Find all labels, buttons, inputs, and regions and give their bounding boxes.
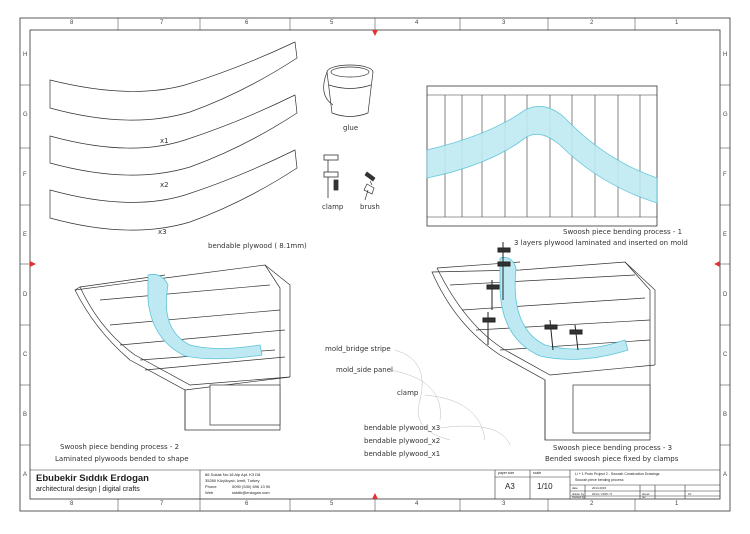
label-clamp: clamp bbox=[322, 203, 344, 211]
tb-sheet-label: sheet bbox=[642, 492, 650, 496]
grid-col-7-bottom: 7 bbox=[160, 501, 164, 507]
grid-row-g: G bbox=[23, 112, 28, 118]
grid-row-d-right: D bbox=[723, 292, 728, 298]
grid-row-b-right: B bbox=[723, 412, 728, 418]
step1-desc: 3 layers plywood laminated and inserted … bbox=[514, 239, 688, 247]
clamps-step3 bbox=[482, 242, 583, 351]
callout-plywood-x3: bendable plywood_x3 bbox=[364, 424, 441, 432]
step1-title: Swoosh piece bending process - 1 bbox=[563, 228, 683, 236]
grid-row-c: C bbox=[23, 352, 28, 358]
label-glue: glue bbox=[343, 124, 359, 132]
grid-col-8: 8 bbox=[70, 20, 74, 26]
grid-col-6: 6 bbox=[245, 20, 249, 26]
grid-row-d: D bbox=[23, 292, 28, 298]
step2-desc: Laminated plywoods bended to shape bbox=[55, 455, 189, 463]
label-plywood: bendable plywood ( 8.1mm) bbox=[208, 242, 307, 250]
center-marker-left bbox=[30, 261, 36, 267]
scale-label: scale bbox=[533, 471, 542, 475]
grid-ticks bbox=[20, 18, 730, 511]
grid-row-e: E bbox=[23, 232, 28, 238]
center-marker-bottom bbox=[372, 493, 378, 499]
grid-row-f: F bbox=[23, 172, 27, 178]
grid-col-5-bottom: 5 bbox=[330, 501, 334, 507]
label-x3: x3 bbox=[158, 228, 167, 236]
phone-label: Phone bbox=[205, 484, 217, 489]
grid-col-7: 7 bbox=[160, 20, 164, 26]
tb-date-label: date bbox=[572, 486, 578, 490]
web-label: Web bbox=[205, 490, 214, 495]
designer-name: Ebubekir Sıddık Erdogan bbox=[36, 473, 149, 484]
callout-clamp: clamp bbox=[397, 389, 419, 397]
center-marker-right bbox=[714, 261, 720, 267]
address-line1: 86 Sokak No:18 Alp Apt. K3 D8 bbox=[205, 472, 261, 477]
grid-row-h-right: H bbox=[723, 52, 728, 58]
plywood-strips bbox=[49, 41, 298, 231]
paper-size-label: paper size bbox=[498, 471, 515, 475]
tb-rev-label: rev. bbox=[642, 496, 646, 499]
grid-row-a-right: A bbox=[723, 472, 728, 478]
callout-mold-bridge: mold_bridge stripe bbox=[325, 345, 391, 353]
mold-top-view bbox=[426, 85, 658, 227]
step3-title: Swoosh piece bending process - 3 bbox=[553, 444, 673, 452]
callout-leaders bbox=[389, 349, 511, 446]
grid-col-5: 5 bbox=[330, 20, 334, 26]
swoosh-piece-step2 bbox=[147, 274, 263, 360]
glue-bucket-icon bbox=[323, 64, 374, 117]
clamp-tool-icon bbox=[323, 154, 339, 198]
grid-col-3: 3 bbox=[502, 20, 506, 26]
grid-row-b: B bbox=[23, 412, 28, 418]
grid-row-h: H bbox=[23, 52, 28, 58]
grid-row-e-right: E bbox=[723, 232, 728, 238]
grid-col-2-bottom: 2 bbox=[590, 501, 594, 507]
plywood-strip-3 bbox=[49, 149, 298, 231]
title-block bbox=[30, 469, 720, 499]
step3-desc: Bended swoosh piece fixed by clamps bbox=[545, 455, 679, 463]
grid-col-1-bottom: 1 bbox=[675, 501, 679, 507]
scale-value: 1/10 bbox=[537, 482, 553, 491]
address-line2: 35280 Küçükyalı, Izmit, Turkey bbox=[205, 478, 260, 483]
tb-drawn-by-label: drawn by bbox=[572, 492, 585, 496]
callout-plywood-x1: bendable plywood_x1 bbox=[364, 450, 441, 458]
callout-plywood-x2: bendable plywood_x2 bbox=[364, 437, 441, 445]
grid-row-a: A bbox=[23, 472, 28, 478]
tb-sheet-value: 10 bbox=[688, 492, 692, 496]
project-title: Li + 1 Proto Project 2 - Swoosh Construc… bbox=[575, 472, 660, 476]
swoosh-piece-step3 bbox=[499, 257, 629, 360]
phone-value: 0090 (530) 696 13 90 bbox=[232, 484, 271, 489]
grid-row-g-right: G bbox=[723, 112, 728, 118]
grid-col-6-bottom: 6 bbox=[245, 501, 249, 507]
plywood-strip-2 bbox=[49, 94, 298, 176]
brush-tool-icon bbox=[363, 171, 376, 201]
label-x2: x2 bbox=[160, 181, 169, 189]
grid-col-3-bottom: 3 bbox=[502, 501, 506, 507]
grid-row-c-right: C bbox=[723, 352, 728, 358]
label-x1: x1 bbox=[160, 137, 169, 145]
tb-checked-label: checked by bbox=[572, 496, 585, 499]
paper-size-value: A3 bbox=[505, 482, 515, 491]
sheet-title: Swoosh piece bending process bbox=[575, 478, 624, 482]
designer-tagline: architectural design | digital crafts bbox=[36, 486, 140, 493]
grid-row-f-right: F bbox=[723, 172, 727, 178]
tb-date-value: 2014.2015 bbox=[592, 486, 607, 490]
callout-mold-side: mold_side panel bbox=[336, 366, 393, 374]
label-brush: brush bbox=[360, 203, 380, 211]
step2-title: Swoosh piece bending process - 2 bbox=[60, 443, 180, 451]
tb-drawn-by-value: 2014 / 2015 / 5 bbox=[592, 492, 613, 496]
grid-col-4: 4 bbox=[415, 20, 419, 26]
grid-col-4-bottom: 4 bbox=[415, 501, 419, 507]
center-marker-top bbox=[372, 30, 378, 36]
grid-col-1: 1 bbox=[675, 20, 679, 26]
grid-col-8-bottom: 8 bbox=[70, 501, 74, 507]
plywood-strip-1 bbox=[49, 41, 298, 121]
web-value: siddik@erdogan.com bbox=[232, 490, 270, 495]
grid-col-2: 2 bbox=[590, 20, 594, 26]
